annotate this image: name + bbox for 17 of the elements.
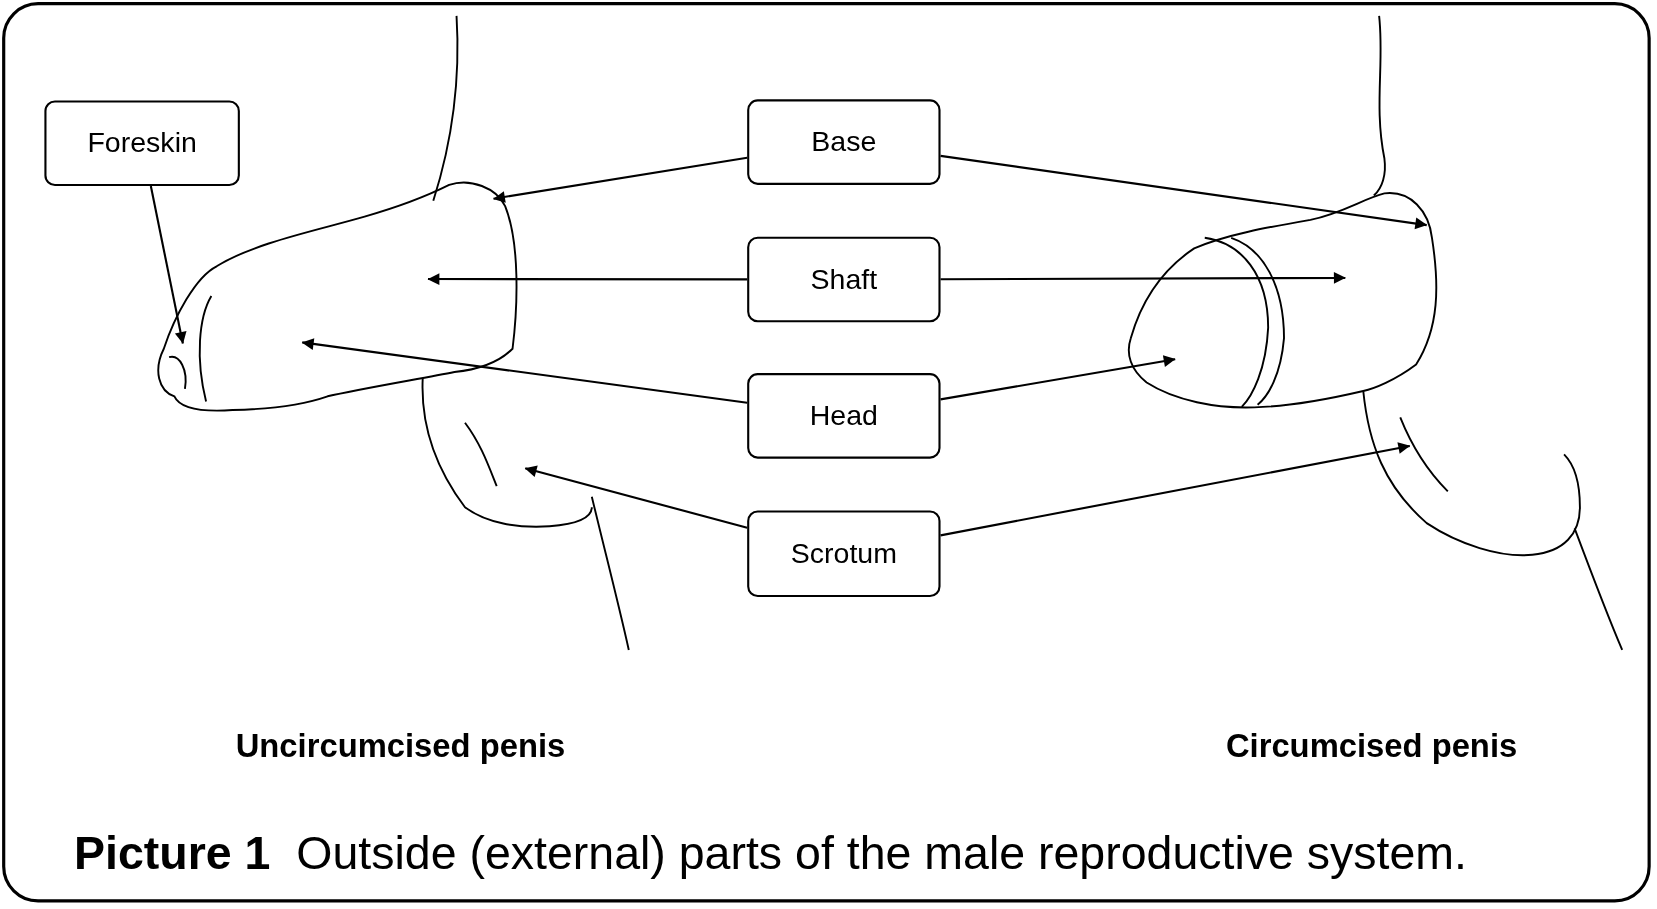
leader-arrow bbox=[524, 465, 748, 529]
figure-label: Circumcised penis bbox=[1225, 727, 1518, 766]
leader-arrow bbox=[940, 154, 1428, 230]
figure-label: Uncircumcised penis bbox=[235, 727, 566, 766]
leader-arrow bbox=[301, 338, 748, 404]
label-box: Shaft bbox=[747, 236, 941, 323]
leader-arrow bbox=[149, 185, 187, 344]
label-box: Base bbox=[747, 99, 941, 185]
label-box: Scrotum bbox=[747, 510, 941, 598]
leader-arrow bbox=[493, 156, 748, 203]
label-box: Head bbox=[747, 373, 941, 459]
leader-arrow bbox=[940, 271, 1346, 284]
label-box: Foreskin bbox=[44, 100, 240, 186]
leader-arrow bbox=[940, 355, 1176, 401]
leader-arrow bbox=[940, 442, 1411, 537]
leader-arrow bbox=[427, 273, 748, 286]
picture-caption: Picture 1 Outside (external) parts of the male reproductive system. bbox=[74, 826, 1467, 880]
